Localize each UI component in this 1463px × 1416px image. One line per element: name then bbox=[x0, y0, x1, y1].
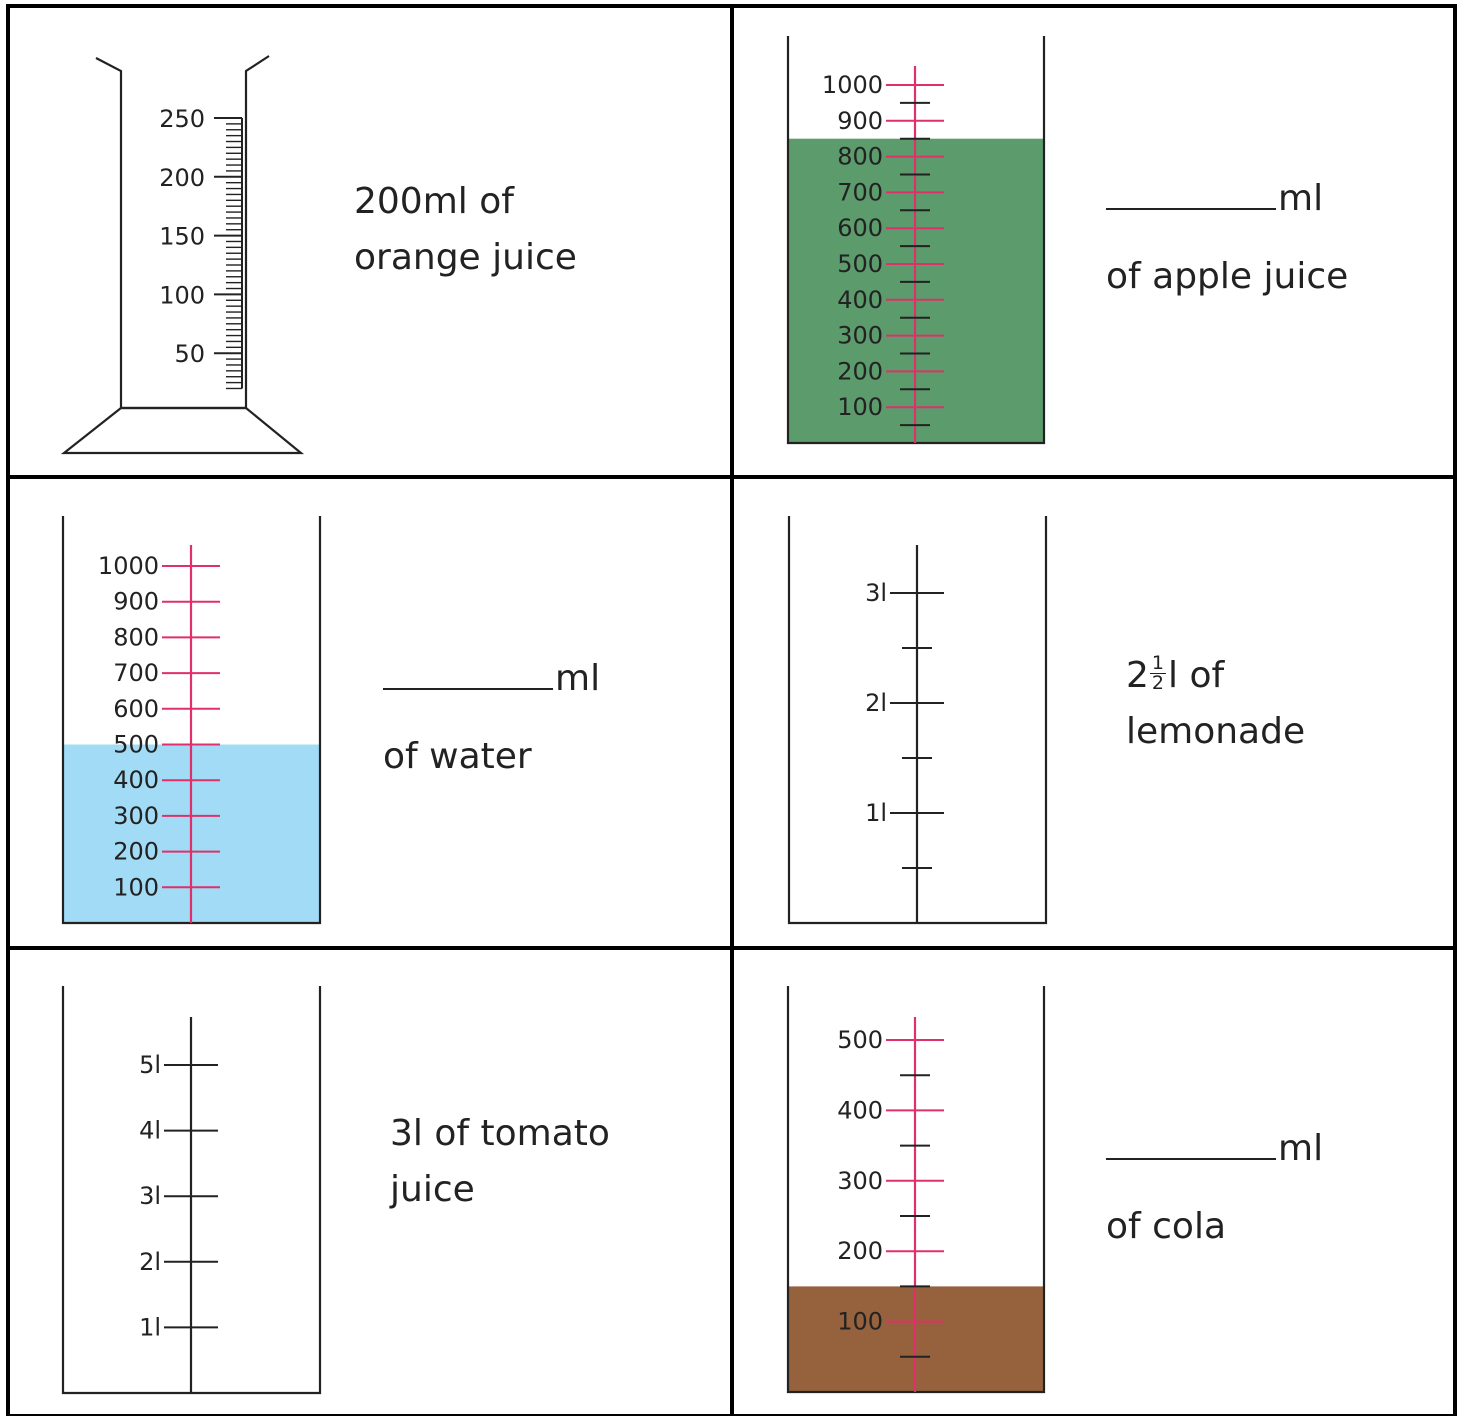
beaker-scale-label: 200 bbox=[837, 357, 883, 385]
orange-juice-drink: orange juice bbox=[354, 237, 577, 278]
cylinder-base bbox=[60, 406, 305, 455]
cola-answer-line: ml bbox=[1106, 1110, 1323, 1188]
beaker-scale-label: 400 bbox=[113, 766, 159, 794]
apple-juice-drink: of apple juice bbox=[1106, 256, 1349, 297]
cola-drink: of cola bbox=[1106, 1206, 1227, 1247]
tomato-juice-drink: juice bbox=[390, 1169, 475, 1210]
beaker-scale-label: 100 bbox=[837, 1308, 883, 1336]
water-beaker: 1000 900 800 700 600 500 400 300 200 100 bbox=[61, 516, 322, 925]
card-cola-label: ml of cola bbox=[1106, 1110, 1323, 1266]
water-answer-line: ml bbox=[383, 640, 600, 718]
beaker-scale-label: 2l bbox=[139, 1248, 161, 1276]
beaker-scale-label: 3l bbox=[865, 579, 887, 607]
beaker-scale-label: 300 bbox=[837, 322, 883, 350]
apple-juice-answer-line: ml bbox=[1106, 160, 1348, 238]
beaker-scale-label: 700 bbox=[837, 178, 883, 206]
water-drink: of water bbox=[383, 736, 532, 777]
beaker-scale-label: 100 bbox=[837, 393, 883, 421]
cylinder-scale-label: 50 bbox=[174, 340, 205, 368]
cola-unit: ml bbox=[1278, 1128, 1324, 1169]
water-unit: ml bbox=[555, 658, 601, 699]
tomato-juice-beaker: 5l 4l 3l 2l 1l bbox=[61, 986, 322, 1395]
cylinder-scale-label: 250 bbox=[159, 105, 205, 133]
cylinder-scale-label: 150 bbox=[159, 223, 205, 251]
cola-beaker: 500 400 300 200 100 bbox=[786, 986, 1046, 1394]
beaker-scale-label: 900 bbox=[837, 107, 883, 135]
card-grid-lines bbox=[6, 4, 1457, 1416]
beaker-scale-label: 200 bbox=[837, 1237, 883, 1265]
answer-blank[interactable] bbox=[1106, 174, 1276, 210]
answer-blank[interactable] bbox=[1106, 1124, 1276, 1160]
beaker-scale-label: 1000 bbox=[98, 552, 159, 580]
beaker-scale-label: 800 bbox=[837, 143, 883, 171]
beaker-scale-label: 500 bbox=[837, 250, 883, 278]
fraction-numerator: 1 bbox=[1149, 651, 1166, 674]
beaker-scale-label: 400 bbox=[837, 1096, 883, 1124]
fraction-denominator: 2 bbox=[1151, 671, 1164, 694]
apple-juice-beaker: 1000 900 800 700 600 500 400 300 200 100 bbox=[786, 36, 1046, 445]
beaker-scale-label: 200 bbox=[113, 838, 159, 866]
measuring-cylinder: 250 200 150 100 50 bbox=[60, 55, 305, 455]
beaker-scale-label: 500 bbox=[113, 731, 159, 759]
orange-juice-amount: 200ml of bbox=[354, 181, 514, 222]
apple-juice-unit: ml bbox=[1278, 178, 1324, 219]
beaker-scale-label: 600 bbox=[837, 214, 883, 242]
lemonade-unit: l of bbox=[1168, 655, 1225, 696]
beaker-scale-label: 300 bbox=[837, 1167, 883, 1195]
lemonade-drink: lemonade bbox=[1126, 711, 1306, 752]
beaker-scale-label: 1000 bbox=[822, 71, 883, 99]
card-water-label: ml of water bbox=[383, 640, 600, 796]
beaker-scale-label: 1l bbox=[865, 799, 887, 827]
lemonade-beaker: 3l 2l 1l bbox=[787, 516, 1048, 925]
beaker-scale-label: 800 bbox=[113, 623, 159, 651]
beaker-scale-label: 1l bbox=[139, 1313, 161, 1341]
lemonade-whole: 2 bbox=[1126, 655, 1149, 696]
beaker-scale-label: 700 bbox=[113, 659, 159, 687]
beaker-scale-label: 4l bbox=[139, 1117, 161, 1145]
beaker-scale-label: 600 bbox=[113, 695, 159, 723]
answer-blank[interactable] bbox=[383, 654, 553, 690]
beaker-scale-label: 500 bbox=[837, 1026, 883, 1054]
beaker-scale-label: 3l bbox=[139, 1182, 161, 1210]
card-orange-juice-label: 200ml of orange juice bbox=[354, 174, 577, 286]
cylinder-scale-label: 200 bbox=[159, 164, 205, 192]
vessels-layer: 250 200 150 100 50 1000 900 800 700 600 500 400 300 2… bbox=[60, 36, 1048, 1395]
beaker-scale-label: 5l bbox=[139, 1051, 161, 1079]
beaker-scale-label: 100 bbox=[113, 873, 159, 901]
cylinder-scale-label: 100 bbox=[159, 281, 205, 309]
beaker-scale-label: 2l bbox=[865, 689, 887, 717]
beaker-scale-label: 300 bbox=[113, 802, 159, 830]
beaker-scale-label: 900 bbox=[113, 588, 159, 616]
beaker-scale-label: 400 bbox=[837, 286, 883, 314]
card-tomato-juice-label: 3l of tomato juice bbox=[390, 1106, 610, 1218]
tomato-juice-amount: 3l of tomato bbox=[390, 1113, 610, 1154]
card-apple-juice-label: ml of apple juice bbox=[1106, 160, 1348, 316]
